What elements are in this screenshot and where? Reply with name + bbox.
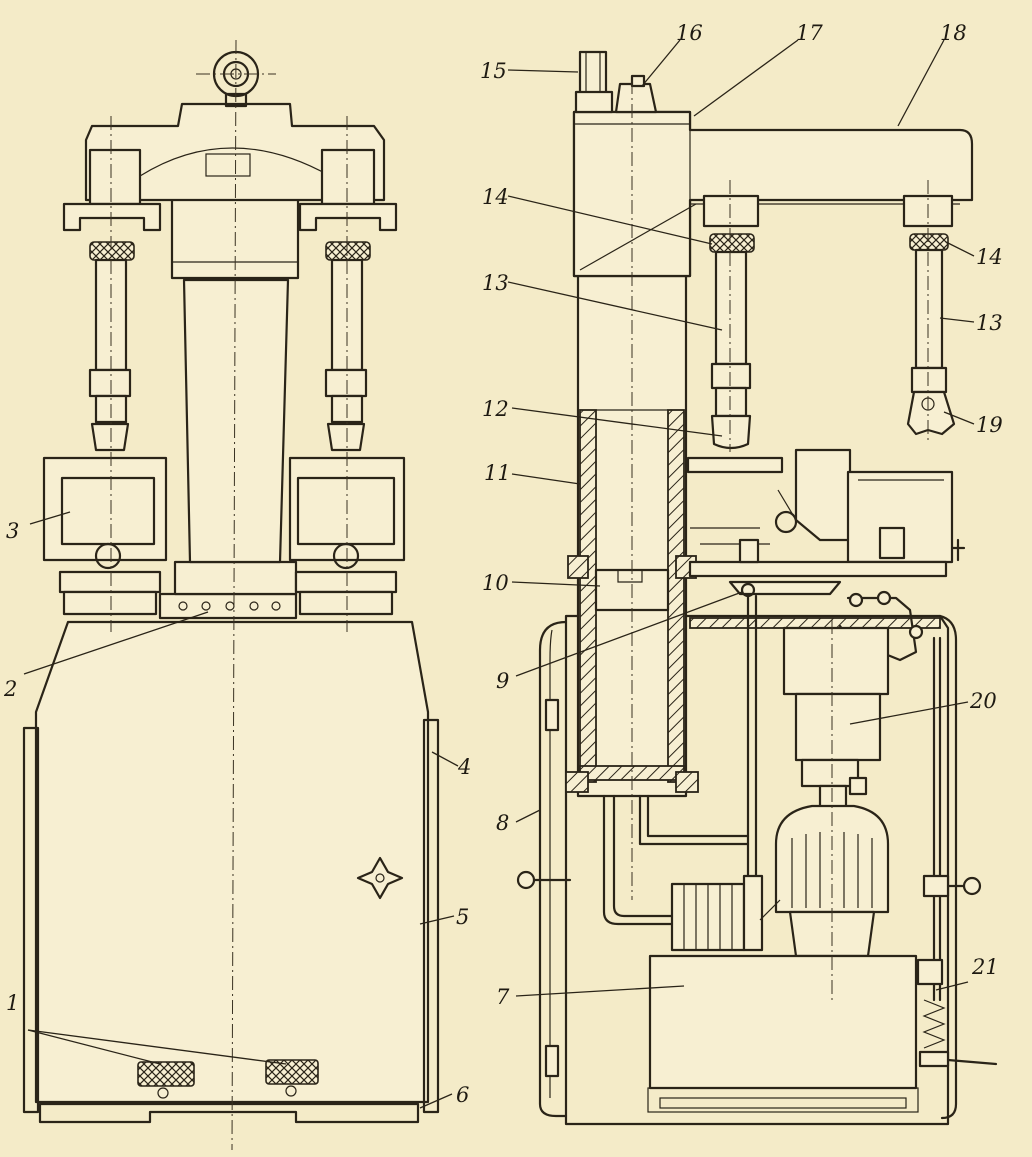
electric-motor xyxy=(774,804,890,914)
callout-7: 7 xyxy=(496,985,510,1009)
callout-8: 8 xyxy=(496,811,509,835)
callout-14: 14 xyxy=(482,185,509,209)
cabinet-body xyxy=(34,620,430,1104)
callout-13b: 13 xyxy=(976,311,1003,335)
callout-3: 3 xyxy=(6,519,19,543)
callout-21: 21 xyxy=(971,955,999,979)
spring-21 xyxy=(916,958,944,986)
callout-1: 1 xyxy=(6,991,19,1015)
oil-tank xyxy=(648,954,918,1090)
callout-12: 12 xyxy=(482,397,509,421)
cap-16 xyxy=(614,82,658,114)
tool-19 xyxy=(906,390,956,436)
callout-9: 9 xyxy=(496,669,509,693)
top-head-beam xyxy=(572,110,974,278)
top-crosshead xyxy=(84,102,386,202)
callout-10: 10 xyxy=(482,571,509,595)
nut-14-right xyxy=(909,233,949,251)
door-handle-icon xyxy=(356,856,404,900)
callout-2: 2 xyxy=(3,677,17,701)
adjusting-foot-left xyxy=(137,1061,195,1087)
frame-tube-8 xyxy=(538,620,568,1118)
callout-14b: 14 xyxy=(976,245,1003,269)
callout-labels: 1 2 3 4 5 6 7 8 9 10 11 12 13 14 15 16 1… xyxy=(3,21,1003,1107)
callout-19: 19 xyxy=(976,413,1003,437)
pump-20 xyxy=(782,626,890,696)
callout-13: 13 xyxy=(482,271,509,295)
adjusting-foot-right xyxy=(265,1059,319,1085)
front-view xyxy=(22,39,440,1151)
cabinet-base-plinth xyxy=(38,1102,420,1124)
callout-4: 4 xyxy=(457,755,471,779)
callout-15: 15 xyxy=(480,59,507,83)
callout-16: 16 xyxy=(676,21,703,45)
callout-5: 5 xyxy=(456,905,469,929)
callout-17: 17 xyxy=(796,21,823,45)
nut-14-left xyxy=(709,233,755,253)
callout-6: 6 xyxy=(456,1083,469,1107)
callout-20: 20 xyxy=(969,689,997,713)
leader-lines xyxy=(23,39,975,1109)
callout-18: 18 xyxy=(940,21,967,45)
cabinet-side-panel-left xyxy=(22,726,40,1114)
side-section-view xyxy=(516,50,998,1126)
central-column xyxy=(173,560,298,596)
cabinet-side-panel-right xyxy=(422,718,440,1114)
valve-15 xyxy=(578,50,608,98)
callout-11: 11 xyxy=(484,461,511,485)
